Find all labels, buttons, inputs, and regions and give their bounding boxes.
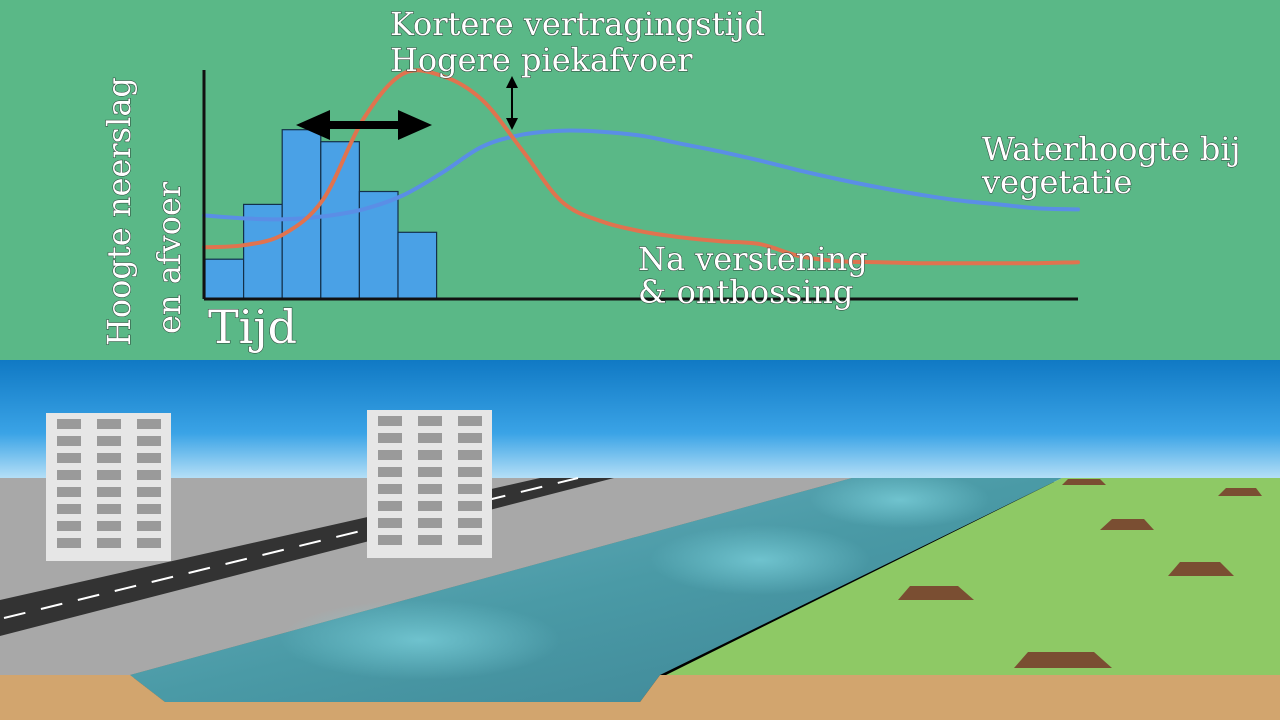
rainfall-bar-3 (281, 129, 322, 300)
rainfall-bar-6 (397, 231, 438, 300)
urban-label-line1: Na verstening (638, 240, 868, 278)
y-axis-label-line1: Hoogte neerslag (100, 77, 138, 346)
lag-time-arrow (296, 110, 432, 140)
urban-discharge-curve (202, 68, 1080, 266)
peak-discharge-label: Hogere piekafvoer (390, 41, 693, 79)
vegetation-discharge-curve (202, 128, 1080, 222)
vegetation-label-line2: vegetatie (981, 163, 1132, 201)
peak-difference-arrow (506, 76, 518, 130)
landscape-illustration (0, 360, 1280, 720)
x-axis-label: Tijd (208, 300, 297, 354)
building-right (367, 410, 492, 558)
urban-label-line2: & ontbossing (638, 273, 853, 311)
soil-layer (0, 675, 1280, 720)
city-ground (0, 478, 860, 678)
building-left (46, 413, 171, 561)
rainfall-bars (204, 129, 438, 300)
y-axis-label-line2: en afvoer (150, 181, 188, 334)
lag-time-label: Kortere vertragingstijd (390, 5, 765, 43)
sky (0, 360, 1280, 482)
tree-stumps (898, 479, 1262, 668)
vegetation-label-line1: Waterhoogte bij (982, 130, 1241, 168)
rainfall-bar-1 (204, 258, 245, 300)
